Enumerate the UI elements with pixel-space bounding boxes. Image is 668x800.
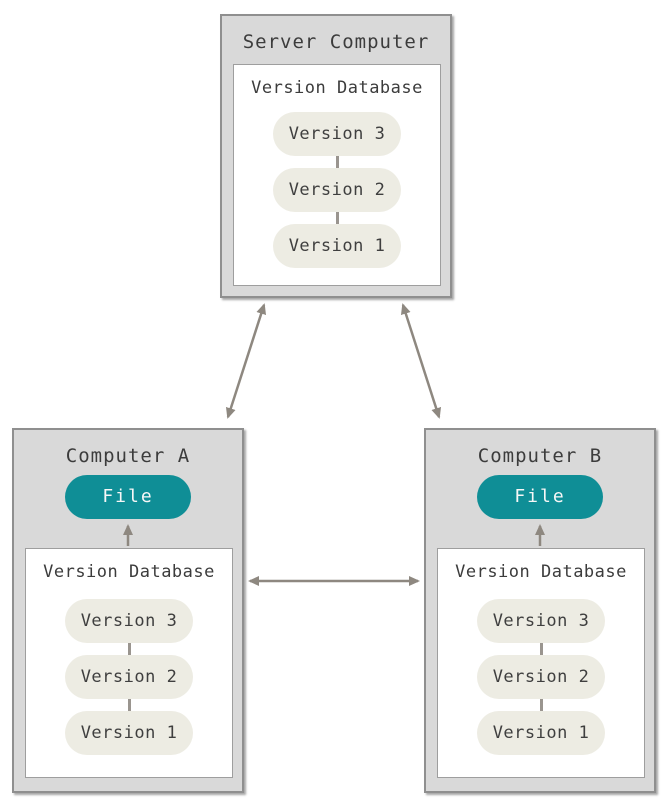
server-version-3-pill: Version 3	[273, 112, 401, 156]
computer-b-version-1-pill: Version 1	[477, 711, 605, 755]
computer-b-version-database-box: Version Database Version 3 Version 2 Ver…	[437, 548, 645, 778]
computer-a-db-label: Version Database	[43, 562, 215, 582]
server-title: Server Computer	[242, 31, 430, 53]
computer-a-version-database-box: Version Database Version 3 Version 2 Ver…	[25, 548, 233, 778]
computer-a-version-3-pill: Version 3	[65, 599, 193, 643]
computer-b-box: Computer B File Version Database Version…	[424, 428, 656, 793]
computer-a-version-2-pill: Version 2	[65, 655, 193, 699]
computer-a-version-1-pill: Version 1	[65, 711, 193, 755]
computer-b-title: Computer B	[477, 445, 603, 467]
version-link-line	[539, 643, 543, 655]
server-version-1-pill: Version 1	[273, 224, 401, 268]
computer-b-version-3-pill: Version 3	[477, 599, 605, 643]
version-link-line	[335, 212, 339, 224]
server-version-2-pill: Version 2	[273, 168, 401, 212]
computer-b-version-2-pill: Version 2	[477, 655, 605, 699]
version-link-line	[335, 156, 339, 168]
server-db-label: Version Database	[251, 78, 423, 98]
arrow-server-computer-b	[400, 303, 442, 419]
version-link-line	[539, 699, 543, 711]
computer-b-file-pill: File	[477, 475, 603, 519]
server-version-database-box: Version Database Version 3 Version 2 Ver…	[233, 64, 441, 286]
version-link-line	[127, 699, 131, 711]
computer-a-box: Computer A File Version Database Version…	[12, 428, 244, 793]
computer-b-db-label: Version Database	[455, 562, 627, 582]
server-computer-box: Server Computer Version Database Version…	[220, 14, 452, 298]
version-link-line	[127, 643, 131, 655]
computer-a-title: Computer A	[65, 445, 191, 467]
computer-a-file-pill: File	[65, 475, 191, 519]
arrow-server-computer-a	[225, 303, 267, 419]
